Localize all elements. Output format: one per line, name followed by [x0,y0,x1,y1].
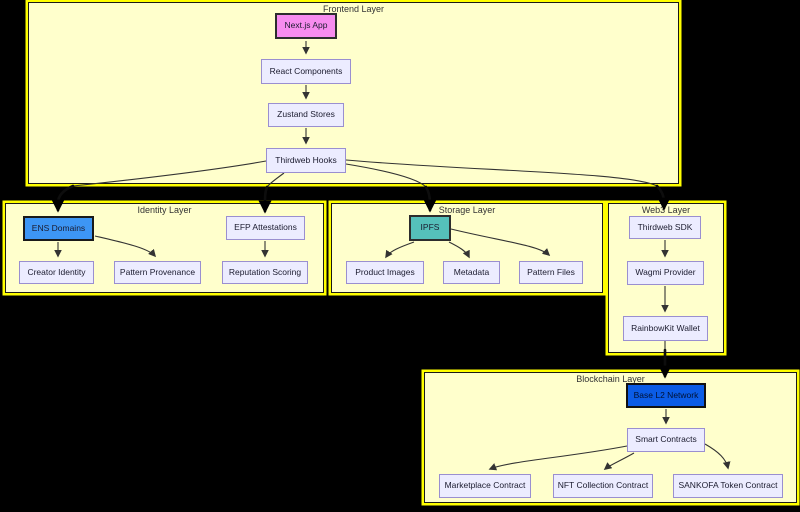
layer-identity-label: Identity Layer [137,205,192,215]
layer-frontend-label: Frontend Layer [322,4,385,14]
layer-web3-label: Web3 Layer [641,205,691,215]
node-zustand-stores: Zustand Stores [268,103,344,127]
node-pattern-files: Pattern Files [519,261,583,284]
node-pattern-provenance: Pattern Provenance [114,261,201,284]
node-rainbowkit-wallet: RainbowKit Wallet [623,316,708,341]
node-reputation-scoring: Reputation Scoring [222,261,308,284]
node-thirdweb-sdk: Thirdweb SDK [629,216,701,239]
node-base-l2-network: Base L2 Network [626,383,706,408]
node-sankofa-token-contract: SANKOFA Token Contract [673,474,783,498]
node-wagmi-provider: Wagmi Provider [627,261,704,285]
node-marketplace-contract: Marketplace Contract [439,474,531,498]
layer-frontend: Frontend Layer [28,2,679,184]
node-ipfs: IPFS [409,215,451,241]
node-react-components: React Components [261,59,351,84]
node-creator-identity: Creator Identity [19,261,94,284]
node-smart-contracts: Smart Contracts [627,428,705,452]
node-nextjs-app: Next.js App [275,13,337,39]
node-metadata: Metadata [443,261,500,284]
node-product-images: Product Images [346,261,424,284]
node-efp-attestations: EFP Attestations [226,216,305,240]
node-thirdweb-hooks: Thirdweb Hooks [266,148,346,173]
layer-blockchain-label: Blockchain Layer [576,374,645,384]
node-nft-collection-contract: NFT Collection Contract [553,474,653,498]
node-ens-domains: ENS Domains [23,216,94,241]
layer-storage-label: Storage Layer [438,205,496,215]
